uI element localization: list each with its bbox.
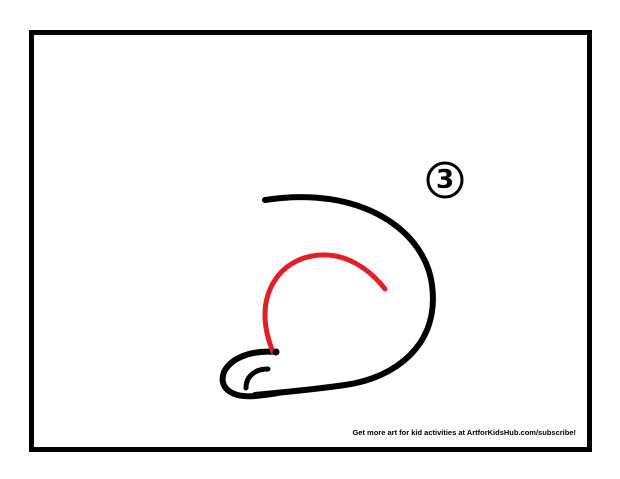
promo-footer: Get more art for kid activities at Artfo…	[352, 428, 576, 437]
head-curve-stroke	[252, 194, 436, 398]
step-badge: 3	[426, 161, 464, 199]
nose-loop-stroke	[219, 348, 281, 400]
mouth-hook-stroke	[243, 366, 271, 391]
join-dot	[272, 348, 280, 356]
face-inner-curve-stroke	[262, 252, 388, 355]
step-number: 3	[435, 165, 455, 195]
drawing-frame	[29, 30, 592, 452]
step-circle-shape	[426, 161, 464, 199]
